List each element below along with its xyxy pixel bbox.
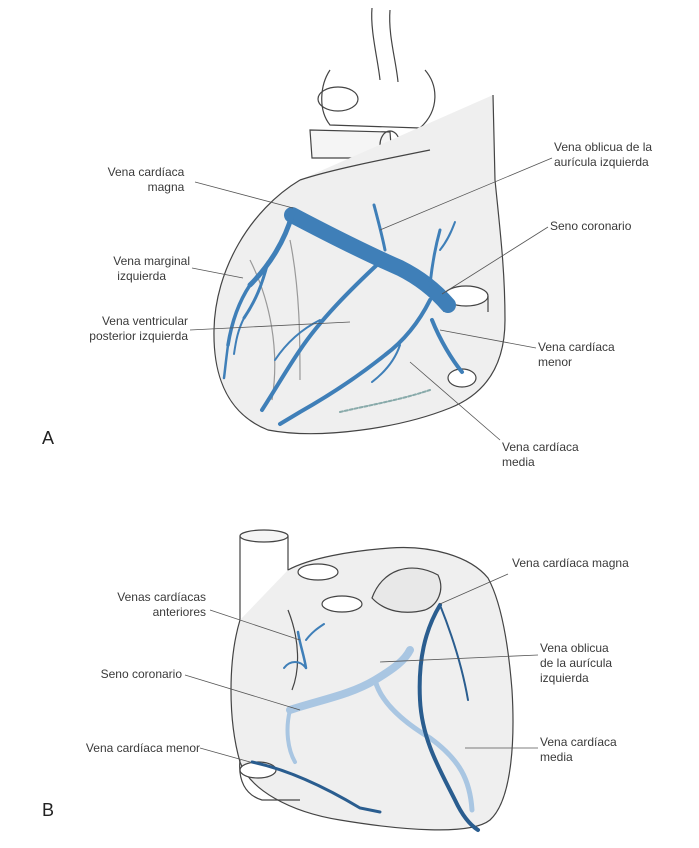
label-b-vena-oblicua-line3: izquierda [540,671,589,685]
panel-a-letter: A [42,428,55,448]
label-b-vena-cardiaca-media: Vena cardíaca media [540,735,680,765]
label-a-vena-cardiaca-magna-line1: Vena cardíaca [107,165,185,179]
panel-b-leaders [184,573,539,763]
label-a-vena-menor-line1: Vena cardíaca [538,340,615,354]
label-b-vena-oblicua: Vena oblicua de la aurícula izquierda [540,641,680,686]
label-b-venas-anteriores-line2: anteriores [152,605,206,619]
label-b-seno-coronario: Seno coronario [60,667,182,682]
label-a-vena-ventricular-line2: posterior izquierda [89,329,188,343]
label-a-vena-oblicua-line1: Vena oblicua de la [554,140,653,154]
label-b-venas-cardiacas-anteriores: Venas cardíacas anteriores [80,590,206,620]
label-a-vena-oblicua-line2: aurícula izquierda [554,155,649,169]
panel-a-leaders [189,157,553,441]
panel-b-heart [230,529,514,831]
label-a-vena-marginal-line1: Vena marginal [113,254,190,268]
label-b-seno-coronario-text: Seno coronario [100,667,182,681]
label-a-vena-cardiaca-media: Vena cardíaca media [502,440,642,470]
label-b-vena-cardiaca-menor: Vena cardíaca menor [40,741,200,756]
label-a-vena-oblicua: Vena oblicua de la aurícula izquierda [554,140,694,170]
label-a-seno-coronario: Seno coronario [550,219,690,234]
label-a-vena-cardiaca-magna-line2: magna [147,180,185,194]
label-a-vena-media-line1: Vena cardíaca [502,440,579,454]
label-b-venas-anteriores-line1: Venas cardíacas [117,590,206,604]
panel-a-veins [222,203,464,426]
label-a-vena-marginal-izquierda: Vena marginal izquierda [72,254,190,284]
label-b-vena-magna-text: Vena cardíaca magna [512,556,629,570]
panel-a-heart [213,7,506,435]
label-a-vena-cardiaca-magna: Vena cardíaca magna [96,165,196,195]
label-b-vena-oblicua-line1: Vena oblicua [540,641,609,655]
label-b-vena-oblicua-line2: de la aurícula [540,656,613,670]
label-a-vena-cardiaca-menor: Vena cardíaca menor [538,340,678,370]
panel-b-veins [250,603,480,832]
label-a-vena-marginal-line2: izquierda [117,269,166,283]
label-b-vena-media-line1: Vena cardíaca [540,735,617,749]
panel-b-letter: B [42,800,55,820]
label-b-vena-menor-text: Vena cardíaca menor [85,741,200,755]
label-a-vena-media-line2: media [502,455,535,469]
label-b-vena-cardiaca-magna: Vena cardíaca magna [512,556,692,571]
label-a-vena-menor-line2: menor [538,355,573,369]
label-a-vena-ventricular-posterior: Vena ventricular posterior izquierda [38,314,188,344]
label-a-seno-coronario-text: Seno coronario [550,219,632,233]
label-b-vena-media-line2: media [540,750,573,764]
label-a-vena-ventricular-line1: Vena ventricular [101,314,188,328]
